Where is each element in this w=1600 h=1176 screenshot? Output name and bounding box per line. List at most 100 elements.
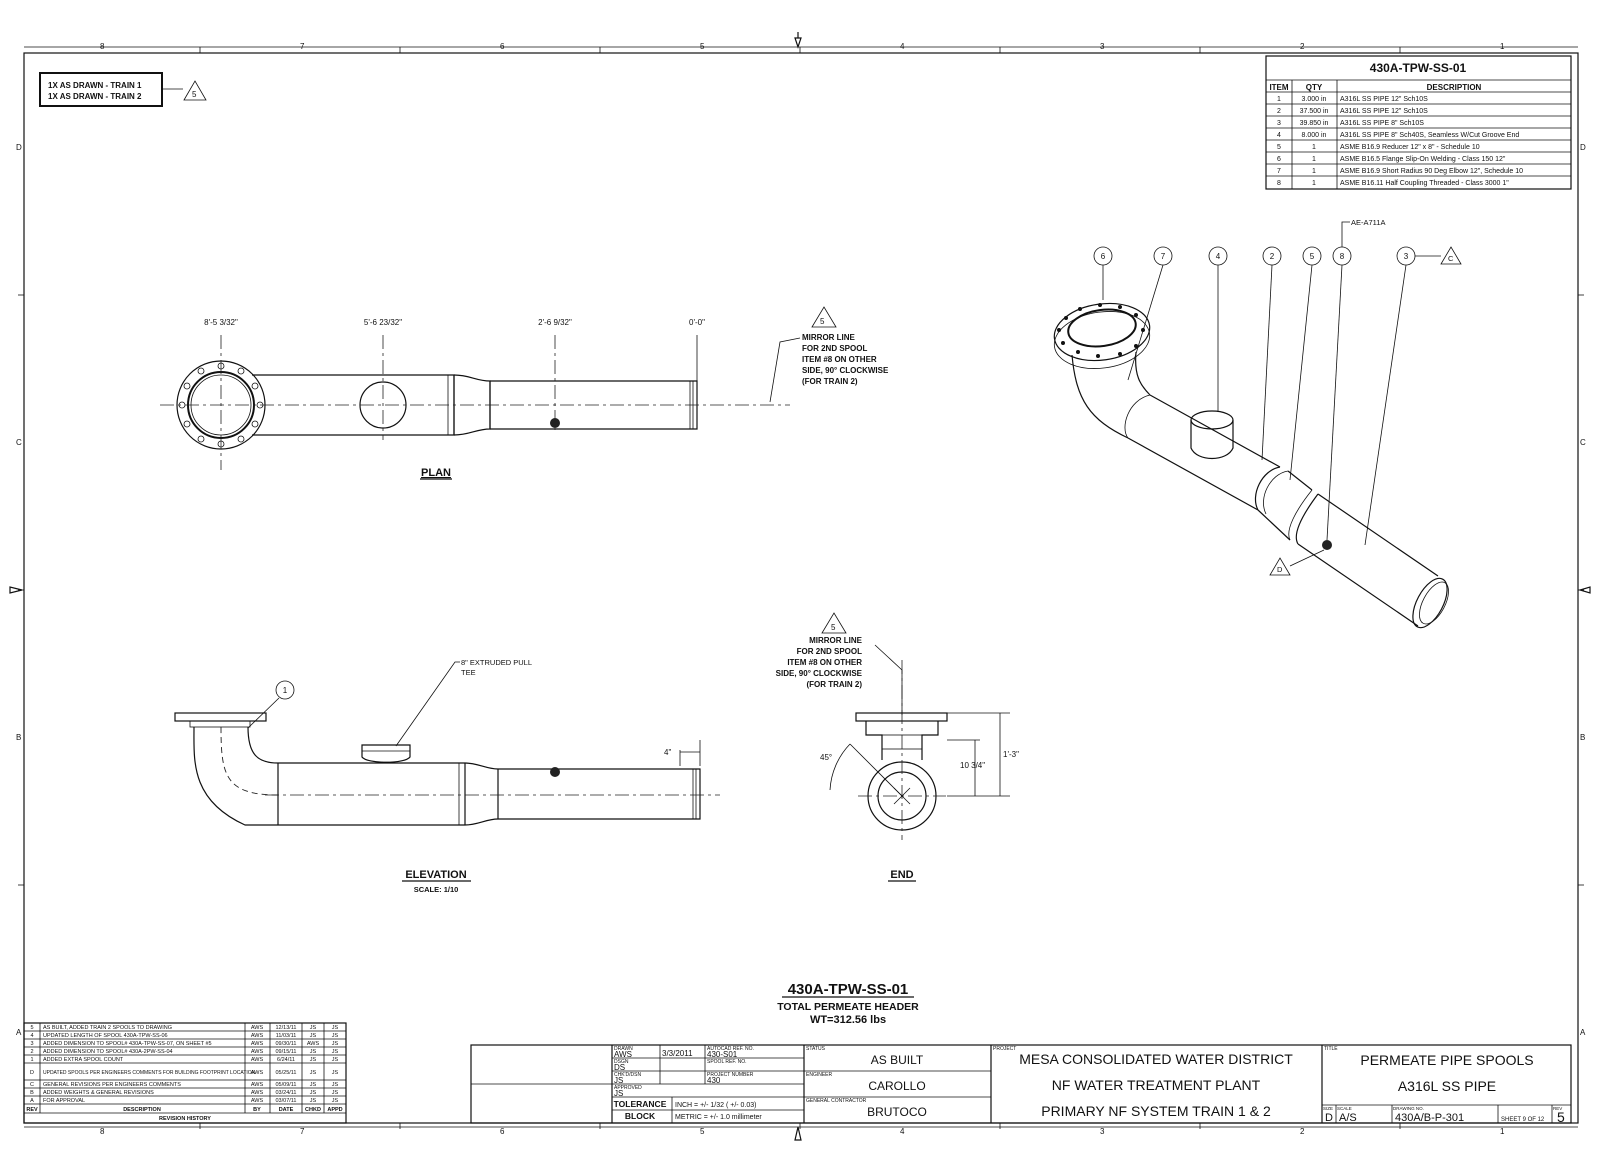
- row-label: B: [16, 733, 21, 742]
- bom-desc: A316L SS PIPE 12" Sch10S: [1340, 108, 1428, 115]
- revision-triangle-icon: [811, 306, 837, 328]
- col-label: 2: [1300, 1127, 1305, 1136]
- balloon-number: 6: [1101, 252, 1106, 261]
- col-label: 3: [1100, 42, 1105, 51]
- rev-appd: JS: [332, 1049, 339, 1055]
- rev-appd: JS: [332, 1082, 339, 1088]
- col-label: 6: [500, 1127, 505, 1136]
- bom-item: 2: [1277, 108, 1281, 115]
- plan-view-label: PLAN: [421, 467, 451, 479]
- row-label: C: [16, 438, 22, 447]
- flange-bore: [1067, 308, 1137, 348]
- bom-row: 8 1 ASME B16.11 Half Coupling Threaded -…: [1277, 180, 1509, 187]
- bom-row: 2 37.500 in A316L SS PIPE 12" Sch10S: [1277, 108, 1428, 115]
- bom-item: 3: [1277, 120, 1281, 127]
- col-label: 7: [300, 1127, 305, 1136]
- bom-row: 7 1 ASME B16.9 Short Radius 90 Deg Elbow…: [1277, 168, 1523, 175]
- bom-item: 7: [1277, 168, 1281, 175]
- end-view-label: END: [890, 869, 913, 881]
- bom-row: 1 3.000 in A316L SS PIPE 12" Sch10S: [1277, 96, 1428, 103]
- rev-by: AWS: [251, 1049, 264, 1055]
- sheet-size-value: D: [1325, 1112, 1333, 1124]
- rev-header: APPD: [327, 1107, 342, 1113]
- bom-row: 5 1 ASME B16.9 Reducer 12" x 8" - Schedu…: [1277, 144, 1480, 151]
- rev-appd: JS: [332, 1033, 339, 1039]
- drawn-by-value: AWS: [614, 1050, 632, 1059]
- rev-appd: JS: [332, 1070, 339, 1076]
- col-label: 1: [1500, 42, 1505, 51]
- project-number-value: 430: [707, 1076, 721, 1085]
- row-label: A: [1580, 1028, 1586, 1037]
- rev-marker: 5: [820, 317, 825, 326]
- row-label: B: [1580, 733, 1585, 742]
- bom-qty: 39.850 in: [1300, 120, 1329, 127]
- rev-id: 1: [30, 1057, 33, 1063]
- rev-desc: GENERAL REVISIONS PER ENGINEERS COMMENTS: [43, 1082, 181, 1088]
- rev-date: 03/24/11: [275, 1090, 296, 1096]
- bom-qty: 1: [1312, 180, 1316, 187]
- balloon-number: 3: [1404, 252, 1409, 261]
- bom-qty: 1: [1312, 168, 1316, 175]
- col-label: 3: [1100, 1127, 1105, 1136]
- client-line: MESA CONSOLIDATED WATER DISTRICT: [1019, 1051, 1293, 1067]
- rev-id: 5: [30, 1025, 33, 1031]
- pipe-12in: [278, 762, 465, 826]
- col-label: 1: [1500, 1127, 1505, 1136]
- row-label: A: [16, 1028, 22, 1037]
- rev-header: BY: [253, 1107, 261, 1113]
- rev-desc: ADDED EXTRA SPOOL COUNT: [43, 1057, 124, 1063]
- rev-desc: UPDATED SPOOLS PER ENGINEERS COMMENTS FO…: [43, 1070, 256, 1076]
- field-label: APPROVED: [614, 1085, 642, 1091]
- rev-by: AWS: [251, 1057, 264, 1063]
- revision-triangle-icon: [1440, 246, 1462, 265]
- rev-date: 6/24/11: [277, 1057, 295, 1063]
- rev-desc: FOR APPROVAL: [43, 1098, 85, 1104]
- rev-by: AWS: [251, 1090, 264, 1096]
- client-line: NF WATER TREATMENT PLANT: [1052, 1077, 1261, 1093]
- rev-id: B: [30, 1090, 34, 1096]
- rev-date: 05/25/11: [275, 1070, 296, 1076]
- rev-desc: UPDATED LENGTH OF SPOOL 430A-TPW-SS-06: [43, 1033, 168, 1039]
- col-label: 8: [100, 42, 105, 51]
- field-label: REV: [1553, 1106, 1562, 1111]
- field-label: SPOOL REF. NO.: [707, 1059, 747, 1065]
- field-label: TITLE: [1324, 1046, 1338, 1052]
- rev-by: AWS: [251, 1082, 264, 1088]
- revision-triangle-icon: [183, 80, 207, 101]
- end-dim-b: 1'-3": [1003, 750, 1019, 759]
- elbow-inner: [1135, 351, 1151, 396]
- spool-description: TOTAL PERMEATE HEADER: [777, 1001, 919, 1013]
- flange-outline: [174, 712, 267, 722]
- checked-by-value: JS: [614, 1076, 623, 1085]
- bom-qty: 3.000 in: [1302, 96, 1327, 103]
- bom-item: 4: [1277, 132, 1281, 139]
- row-label: D: [1580, 143, 1586, 152]
- revision-history: 5 AS BUILT, ADDED TRAIN 2 SPOOLS TO DRAW…: [23, 1022, 347, 1124]
- note-line: 1X AS DRAWN - TRAIN 1: [48, 81, 142, 90]
- reducer: [1257, 470, 1313, 541]
- isometric-view: 6 7 4 2 5 8 3 AE-A711A C D: [1053, 218, 1462, 629]
- cad-number-value: 430-S01: [707, 1050, 738, 1059]
- rev-by: AWS: [251, 1070, 264, 1076]
- flange-outline: [1053, 302, 1151, 362]
- field-label: PROJECT NUMBER: [707, 1072, 754, 1078]
- rev-desc: ADDED WEIGHTS & GENERAL REVISIONS: [43, 1090, 154, 1096]
- rev-chkd: JS: [310, 1082, 317, 1088]
- rev-chkd: JS: [310, 1070, 317, 1076]
- revision-row: 1 ADDED EXTRA SPOOL COUNT AWS 6/24/11 JS…: [30, 1057, 338, 1063]
- field-label: DRAWN: [614, 1046, 633, 1052]
- mirror-note-line: SIDE, 90° CLOCKWISE: [802, 366, 889, 375]
- rev-appd: JS: [332, 1057, 339, 1063]
- rev-date: 03/07/11: [275, 1098, 296, 1104]
- balloon-number: 2: [1270, 252, 1275, 261]
- mirror-note-line: FOR 2ND SPOOL: [802, 344, 867, 353]
- bom-desc: ASME B16.9 Short Radius 90 Deg Elbow 12"…: [1340, 168, 1523, 175]
- bom-qty: 37.500 in: [1300, 108, 1329, 115]
- iso-balloons: 6 7 4 2 5 8 3: [1093, 246, 1416, 546]
- mirror-note-line: SIDE, 90° CLOCKWISE: [776, 669, 863, 678]
- bom-row: 4 8.000 in A316L SS PIPE 8" Sch40S, Seam…: [1277, 132, 1519, 139]
- rev-chkd: JS: [310, 1049, 317, 1055]
- engineer-value: CAROLLO: [868, 1079, 925, 1093]
- col-label: 5: [700, 1127, 705, 1136]
- bill-of-materials: 430A-TPW-SS-01 ITEM QTY DESCRIPTION 1 3.…: [1265, 55, 1572, 190]
